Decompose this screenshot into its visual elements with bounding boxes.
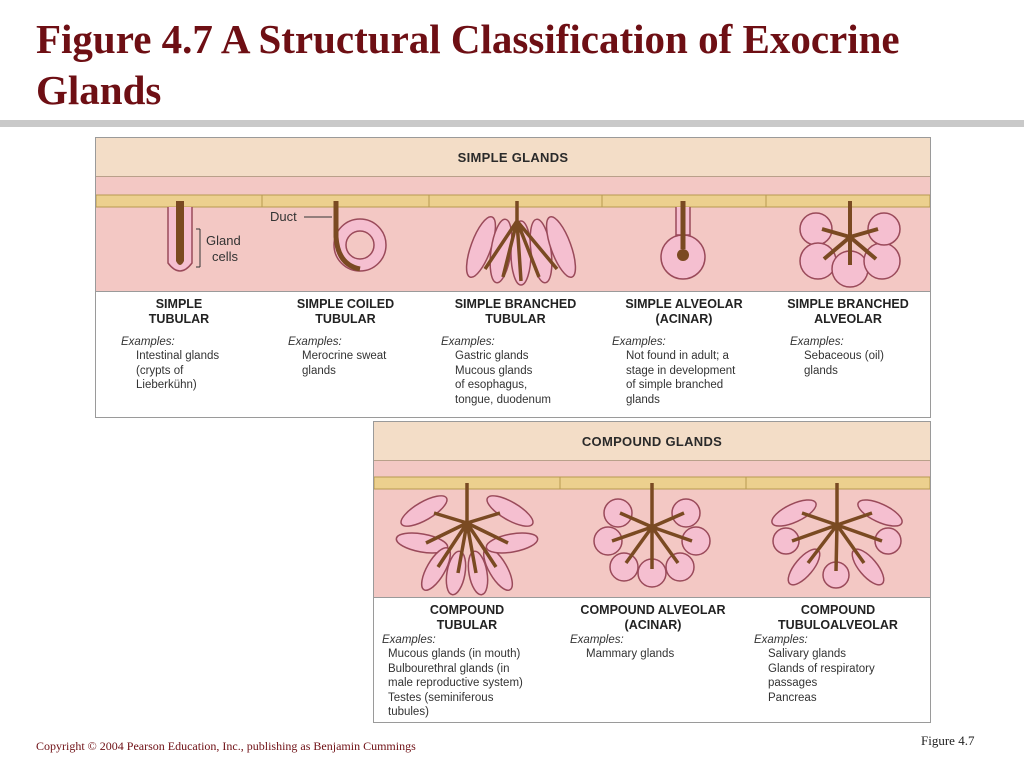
simple-tubular-examples: Intestinal glands (crypts of Lieberkühn) xyxy=(136,350,220,391)
compound-alveolar-caption: COMPOUND ALVEOLAR (ACINAR) Examples: Mam… xyxy=(560,597,746,722)
compound-tubuloalveolar-illustration xyxy=(746,461,930,597)
simple-branched-tubular-title: SIMPLE BRANCHED TUBULAR xyxy=(454,297,577,326)
page-title: Figure 4.7 A Structural Classification o… xyxy=(36,16,900,113)
simple-branched-tubular-examples: Gastric glands Mucous glands of esophagu… xyxy=(455,350,551,406)
simple-branched-alveolar-caption: SIMPLE BRANCHED ALVEOLAR Examples: Sebac… xyxy=(766,291,930,417)
simple-branched-alveolar-cell: SIMPLE BRANCHED ALVEOLAR Examples: Sebac… xyxy=(766,177,930,417)
compound-alveolar-diagram xyxy=(560,476,746,588)
simple-branched-alveolar-title: SIMPLE BRANCHED ALVEOLAR xyxy=(787,297,909,326)
gland-cells-label-line1: Gland xyxy=(206,233,241,248)
compound-tubular-illustration xyxy=(374,461,560,597)
examples-label: Examples: xyxy=(441,336,495,348)
compound-alveolar-illustration xyxy=(560,461,746,597)
simple-coiled-tubular-diagram: Duct xyxy=(262,194,429,272)
examples-label: Examples: xyxy=(382,634,436,646)
figure-reference: Figure 4.7 xyxy=(921,733,975,748)
simple-branched-alveolar-examples: Sebaceous (oil) glands xyxy=(804,350,884,377)
compound-alveolar-examples: Mammary glands xyxy=(586,648,675,660)
examples-label: Examples: xyxy=(612,336,666,348)
compound-tubular-caption: COMPOUND TUBULAR Examples: Mucous glands… xyxy=(374,597,560,722)
simple-tubular-illustration: Gland cells xyxy=(96,177,262,291)
simple-branched-tubular-caption: SIMPLE BRANCHED TUBULAR Examples: Gastri… xyxy=(429,291,602,417)
simple-alveolar-examples: Not found in adult; a stage in developme… xyxy=(626,350,736,406)
examples-label: Examples: xyxy=(570,634,624,646)
simple-alveolar-caption: SIMPLE ALVEOLAR (ACINAR) Examples: Not f… xyxy=(602,291,766,417)
simple-alveolar-title: SIMPLE ALVEOLAR (ACINAR) xyxy=(625,297,743,326)
simple-alveolar-cell: SIMPLE ALVEOLAR (ACINAR) Examples: Not f… xyxy=(602,177,767,417)
simple-glands-header: SIMPLE GLANDS xyxy=(96,138,930,177)
simple-alveolar-diagram xyxy=(602,194,766,280)
duct-label: Duct xyxy=(270,209,297,224)
simple-coiled-tubular-caption: SIMPLE COILED TUBULAR Examples: Merocrin… xyxy=(262,291,429,417)
compound-tubuloalveolar-diagram xyxy=(746,476,930,589)
simple-coiled-tubular-title: SIMPLE COILED TUBULAR xyxy=(296,297,395,326)
simple-branched-alveolar-illustration xyxy=(766,177,930,291)
examples-label: Examples: xyxy=(790,336,844,348)
compound-alveolar-title: COMPOUND ALVEOLAR (ACINAR) xyxy=(580,603,726,632)
compound-tubular-title: COMPOUND TUBULAR xyxy=(429,603,505,632)
compound-alveolar-cell: COMPOUND ALVEOLAR (ACINAR) Examples: Mam… xyxy=(560,461,747,722)
simple-coiled-tubular-illustration: Duct xyxy=(262,177,429,291)
compound-tubular-cell: COMPOUND TUBULAR Examples: Mucous glands… xyxy=(374,461,561,722)
compound-glands-panel: COMPOUND GLANDS COMPOUND TUBULAR xyxy=(373,421,931,723)
compound-tubular-diagram xyxy=(374,476,560,596)
simple-alveolar-illustration xyxy=(602,177,766,291)
compound-tubuloalveolar-cell: COMPOUND TUBULOALVEOLAR Examples: Saliva… xyxy=(746,461,930,722)
examples-label: Examples: xyxy=(754,634,808,646)
simple-coiled-tubular-cell: Duct SIMPLE COILED TUBULAR Examples: Mer… xyxy=(262,177,430,417)
simple-glands-panel: SIMPLE GLANDS Gland cells SIMPLE TUBULAR… xyxy=(95,137,931,418)
simple-branched-tubular-diagram xyxy=(429,194,602,286)
compound-tubular-examples: Mucous glands (in mouth) Bulbourethral g… xyxy=(388,648,523,718)
simple-tubular-caption: SIMPLE TUBULAR Examples: Intestinal glan… xyxy=(96,291,262,417)
title-divider xyxy=(0,120,1024,127)
compound-tubuloalveolar-examples: Salivary glands Glands of respiratory pa… xyxy=(768,648,875,704)
examples-label: Examples: xyxy=(121,336,175,348)
compound-tubuloalveolar-caption: COMPOUND TUBULOALVEOLAR Examples: Saliva… xyxy=(746,597,930,722)
simple-tubular-diagram: Gland cells xyxy=(96,194,262,272)
simple-branched-tubular-illustration xyxy=(429,177,602,291)
compound-tubuloalveolar-title: COMPOUND TUBULOALVEOLAR xyxy=(778,603,898,632)
simple-branched-alveolar-diagram xyxy=(766,194,930,288)
simple-tubular-cell: Gland cells SIMPLE TUBULAR Examples: Int… xyxy=(96,177,263,417)
compound-glands-header: COMPOUND GLANDS xyxy=(374,422,930,461)
copyright-notice: Copyright © 2004 Pearson Education, Inc.… xyxy=(36,739,416,753)
simple-coiled-tubular-examples: Merocrine sweat glands xyxy=(302,350,387,377)
examples-label: Examples: xyxy=(288,336,342,348)
simple-branched-tubular-cell: SIMPLE BRANCHED TUBULAR Examples: Gastri… xyxy=(429,177,603,417)
gland-cells-label-line2: cells xyxy=(212,249,239,264)
simple-tubular-title: SIMPLE TUBULAR xyxy=(148,297,210,326)
